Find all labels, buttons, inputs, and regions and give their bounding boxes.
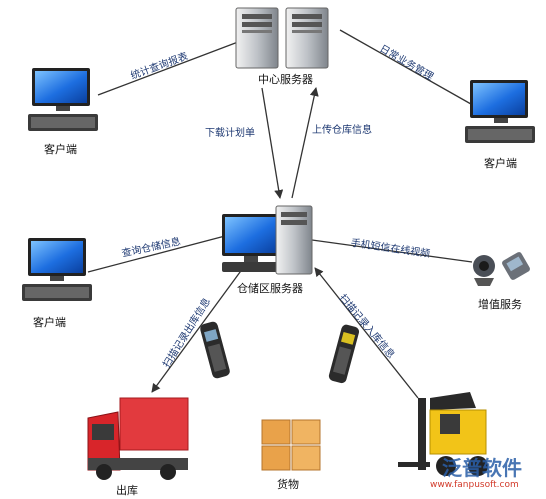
- outbound-label: 出库: [116, 484, 138, 497]
- central-server-icon: [235, 7, 329, 69]
- cargo-boxes-icon: [261, 419, 321, 471]
- client-label: 客户端: [33, 316, 66, 329]
- value-service-label: 增值服务: [478, 298, 522, 311]
- edge-scan-out: [151, 267, 244, 393]
- edge-label-upload-info: 上传仓库信息: [312, 125, 372, 136]
- edge-label-download-plan: 下载计划单: [205, 128, 255, 139]
- central-server-label: 中心服务器: [258, 73, 313, 86]
- handheld-scanner-icon: [328, 324, 360, 384]
- edge-download-plan: [261, 87, 284, 199]
- edge-query-storage: [87, 235, 226, 273]
- forklift-icon: [398, 392, 488, 476]
- edge-daily-mgmt: [339, 29, 479, 109]
- connection-lines: [87, 29, 479, 399]
- client-computer-icon: [28, 68, 98, 131]
- warehouse-server-icon: [222, 205, 313, 275]
- edge-scan-in: [314, 267, 419, 399]
- watermark-brand: 泛普软件: [442, 456, 522, 480]
- client-computer-icon: [465, 80, 535, 143]
- edge-sms-video: [311, 239, 473, 263]
- client-computer-icon: [22, 238, 92, 301]
- edge-upload-info: [291, 87, 319, 199]
- client-label: 客户端: [44, 143, 77, 156]
- edge-stats-query: [97, 41, 239, 96]
- client-label: 客户端: [484, 157, 517, 170]
- goods-label: 货物: [277, 478, 299, 491]
- truck-icon: [87, 397, 189, 480]
- warehouse-server-label: 仓储区服务器: [237, 282, 303, 295]
- webcam-phone-icon: [473, 252, 530, 286]
- handheld-scanner-icon: [200, 321, 230, 379]
- watermark-url: www.fanpusoft.com: [430, 480, 519, 490]
